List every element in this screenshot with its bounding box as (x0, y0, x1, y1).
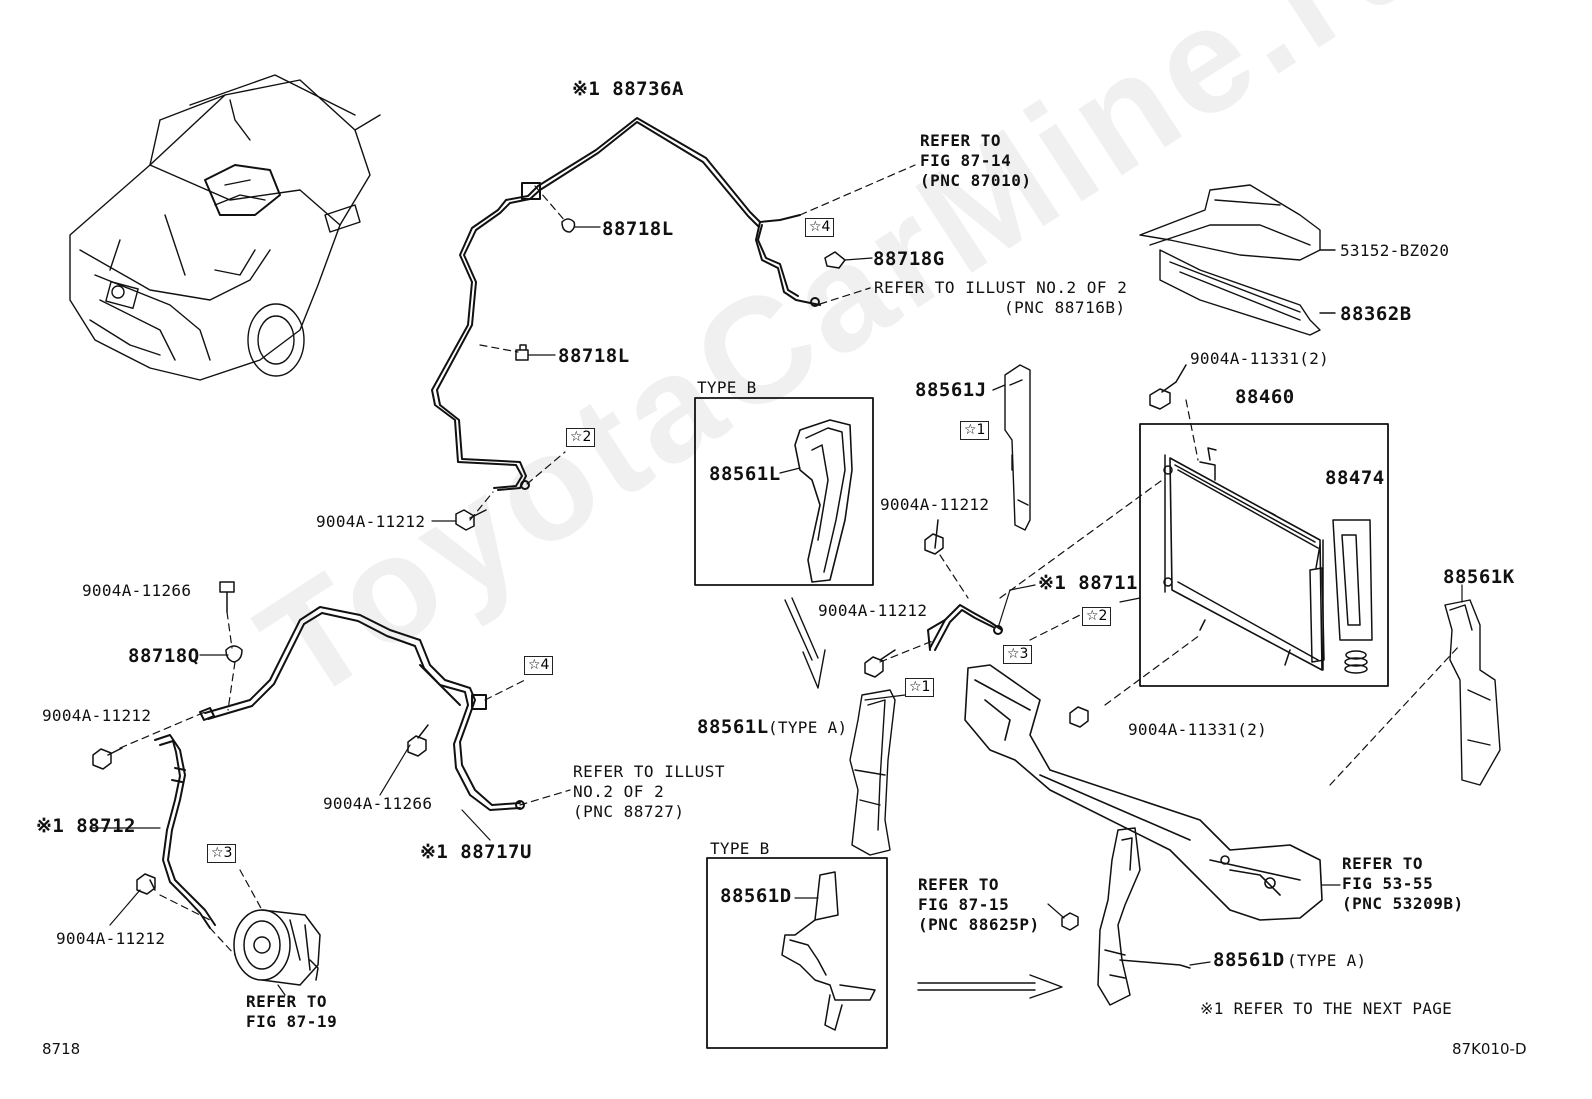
left-leaders (91, 654, 491, 996)
bolt-9004A-11212-top (455, 509, 487, 531)
type-a-label-L: (TYPE A) (768, 718, 848, 737)
hose-88712 (154, 734, 216, 929)
figure-code: 8718 (42, 1040, 81, 1058)
seal-88561K (1444, 584, 1501, 786)
part-9004A-11266-label-b: 9004A-11266 (323, 794, 433, 813)
part-9004A-11212-label-left: 9004A-11212 (42, 706, 152, 725)
bolt-9004A-11331-top (1149, 364, 1187, 410)
middle-bolts (864, 519, 1089, 728)
part-88561L-type-b-label: 88561L (709, 463, 781, 485)
type-b-box-88561D (706, 857, 888, 1049)
left-bolts (92, 581, 429, 895)
part-9004A-11331-label-a: 9004A-11331(2) (1190, 349, 1330, 368)
part-88474-label: 88474 (1325, 467, 1385, 489)
part-9004A-11212-label-top: 9004A-11212 (316, 512, 426, 531)
type-b-label-2: TYPE B (710, 839, 770, 858)
part-88362B-label: 88362B (1340, 303, 1412, 325)
part-88561J-label: 88561J (915, 379, 987, 401)
condenser-assembly (1139, 423, 1389, 687)
part-88460-label: 88460 (1235, 386, 1295, 408)
part-9004A-11212-label-bottom: 9004A-11212 (56, 929, 166, 948)
radiator-support-bar (964, 664, 1341, 921)
star-marker-2a: ☆2 (566, 428, 596, 448)
part-88718G-label: 88718G (873, 248, 945, 270)
part-88718L-label-a: 88718L (602, 218, 674, 240)
hose-88711 (927, 584, 1036, 651)
type-b-label-1: TYPE B (697, 378, 757, 397)
star-marker-1a: ☆1 (960, 421, 990, 441)
left-dashes (119, 611, 571, 956)
part-88717U-label: ※1 88717U (420, 841, 532, 863)
part-53152-BZ020-label: 53152-BZ020 (1340, 241, 1450, 260)
reference-note-88716B: REFER TO ILLUST NO.2 OF 2(PNC 88716B) (874, 278, 1128, 317)
arrow-type-b-to-a-2 (917, 974, 1063, 999)
part-9004A-11212-label-mid: 9004A-11212 (880, 495, 990, 514)
vehicle-illustration (69, 74, 381, 381)
dashed-leaders (469, 164, 916, 521)
star-marker-2b: ☆2 (1082, 607, 1112, 627)
pipe-88736A (431, 117, 821, 491)
part-9004A-11331-label-b: 9004A-11331(2) (1128, 720, 1268, 739)
grille-parts (1139, 184, 1336, 336)
part-88561D-type-a-label: 88561D (1213, 949, 1285, 971)
star-marker-1b: ☆1 (905, 678, 935, 698)
part-88718Q-label: 88718Q (128, 645, 200, 667)
clamp-parts (515, 218, 846, 361)
condenser-dashes (999, 399, 1461, 786)
part-88561D-type-b-label: 88561D (720, 885, 792, 907)
part-88561K-label: 88561K (1443, 566, 1515, 588)
star-marker-4a: ☆4 (805, 218, 835, 238)
seal-88561L-type-a (849, 689, 906, 856)
pipe-88717U (199, 606, 525, 811)
middle-dashes (879, 554, 969, 663)
footnote: ※1 REFER TO THE NEXT PAGE (1200, 999, 1453, 1018)
leader-lines (431, 226, 873, 522)
compressor (233, 909, 321, 986)
part-9004A-11212-label-c: 9004A-11212 (818, 601, 928, 620)
star-marker-3b: ☆3 (207, 844, 237, 864)
part-88711-label: ※1 88711 (1038, 572, 1138, 594)
part-88718L-label-b: 88718L (558, 345, 630, 367)
part-9004A-11266-label-a: 9004A-11266 (82, 581, 192, 600)
part-88712-label: ※1 88712 (36, 815, 136, 837)
star-marker-3a: ☆3 (1003, 645, 1033, 665)
part-88736A-label: ※1 88736A (572, 78, 684, 100)
part-88561L-type-a-label: 88561L (697, 716, 769, 738)
star-marker-4b: ☆4 (524, 656, 554, 676)
type-b-box-88561L (694, 397, 874, 586)
seal-88561D-type-a (1097, 827, 1211, 1006)
bolt-88625P (1047, 903, 1079, 931)
illustration-code: 87K010-D (1452, 1040, 1527, 1058)
arrow-type-b-to-a (784, 597, 826, 689)
seal-88561J (992, 364, 1031, 531)
type-a-label-D: (TYPE A) (1287, 951, 1367, 970)
